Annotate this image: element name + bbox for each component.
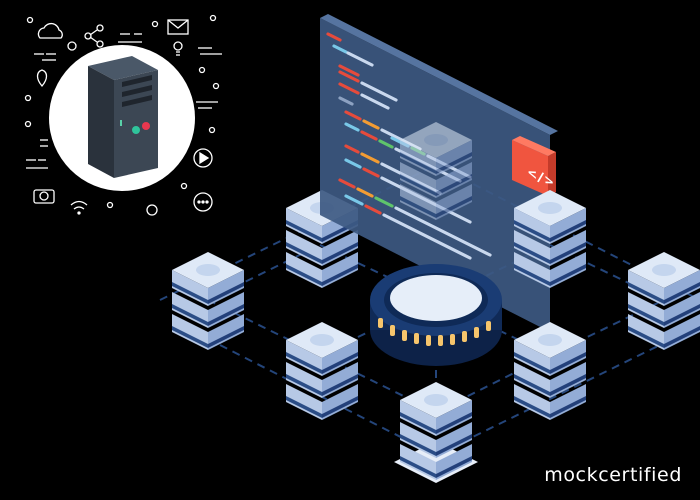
wifi-icon [70, 200, 88, 215]
location-pin-icon [36, 69, 48, 87]
server-tower-icon [88, 56, 158, 178]
brand-wordmark: mockcertified [544, 464, 682, 486]
chat-bubble-icon [193, 192, 213, 212]
icon-cluster [24, 14, 222, 216]
server-stack-bottom [394, 382, 478, 483]
lightbulb-icon [173, 41, 183, 56]
server-stack-right [628, 252, 700, 350]
server-stack-upper-right [514, 190, 586, 288]
camera-icon [33, 189, 55, 204]
mail-icon [167, 19, 189, 35]
central-hub-ring [370, 264, 502, 366]
server-stack-lower-left [286, 322, 358, 420]
share-icon [84, 24, 104, 48]
server-stack-lower-right [514, 322, 586, 420]
code-brackets-icon: </> [512, 136, 556, 196]
cloud-icon [37, 22, 63, 39]
server-stack-left [172, 252, 244, 350]
play-icon [193, 148, 213, 168]
